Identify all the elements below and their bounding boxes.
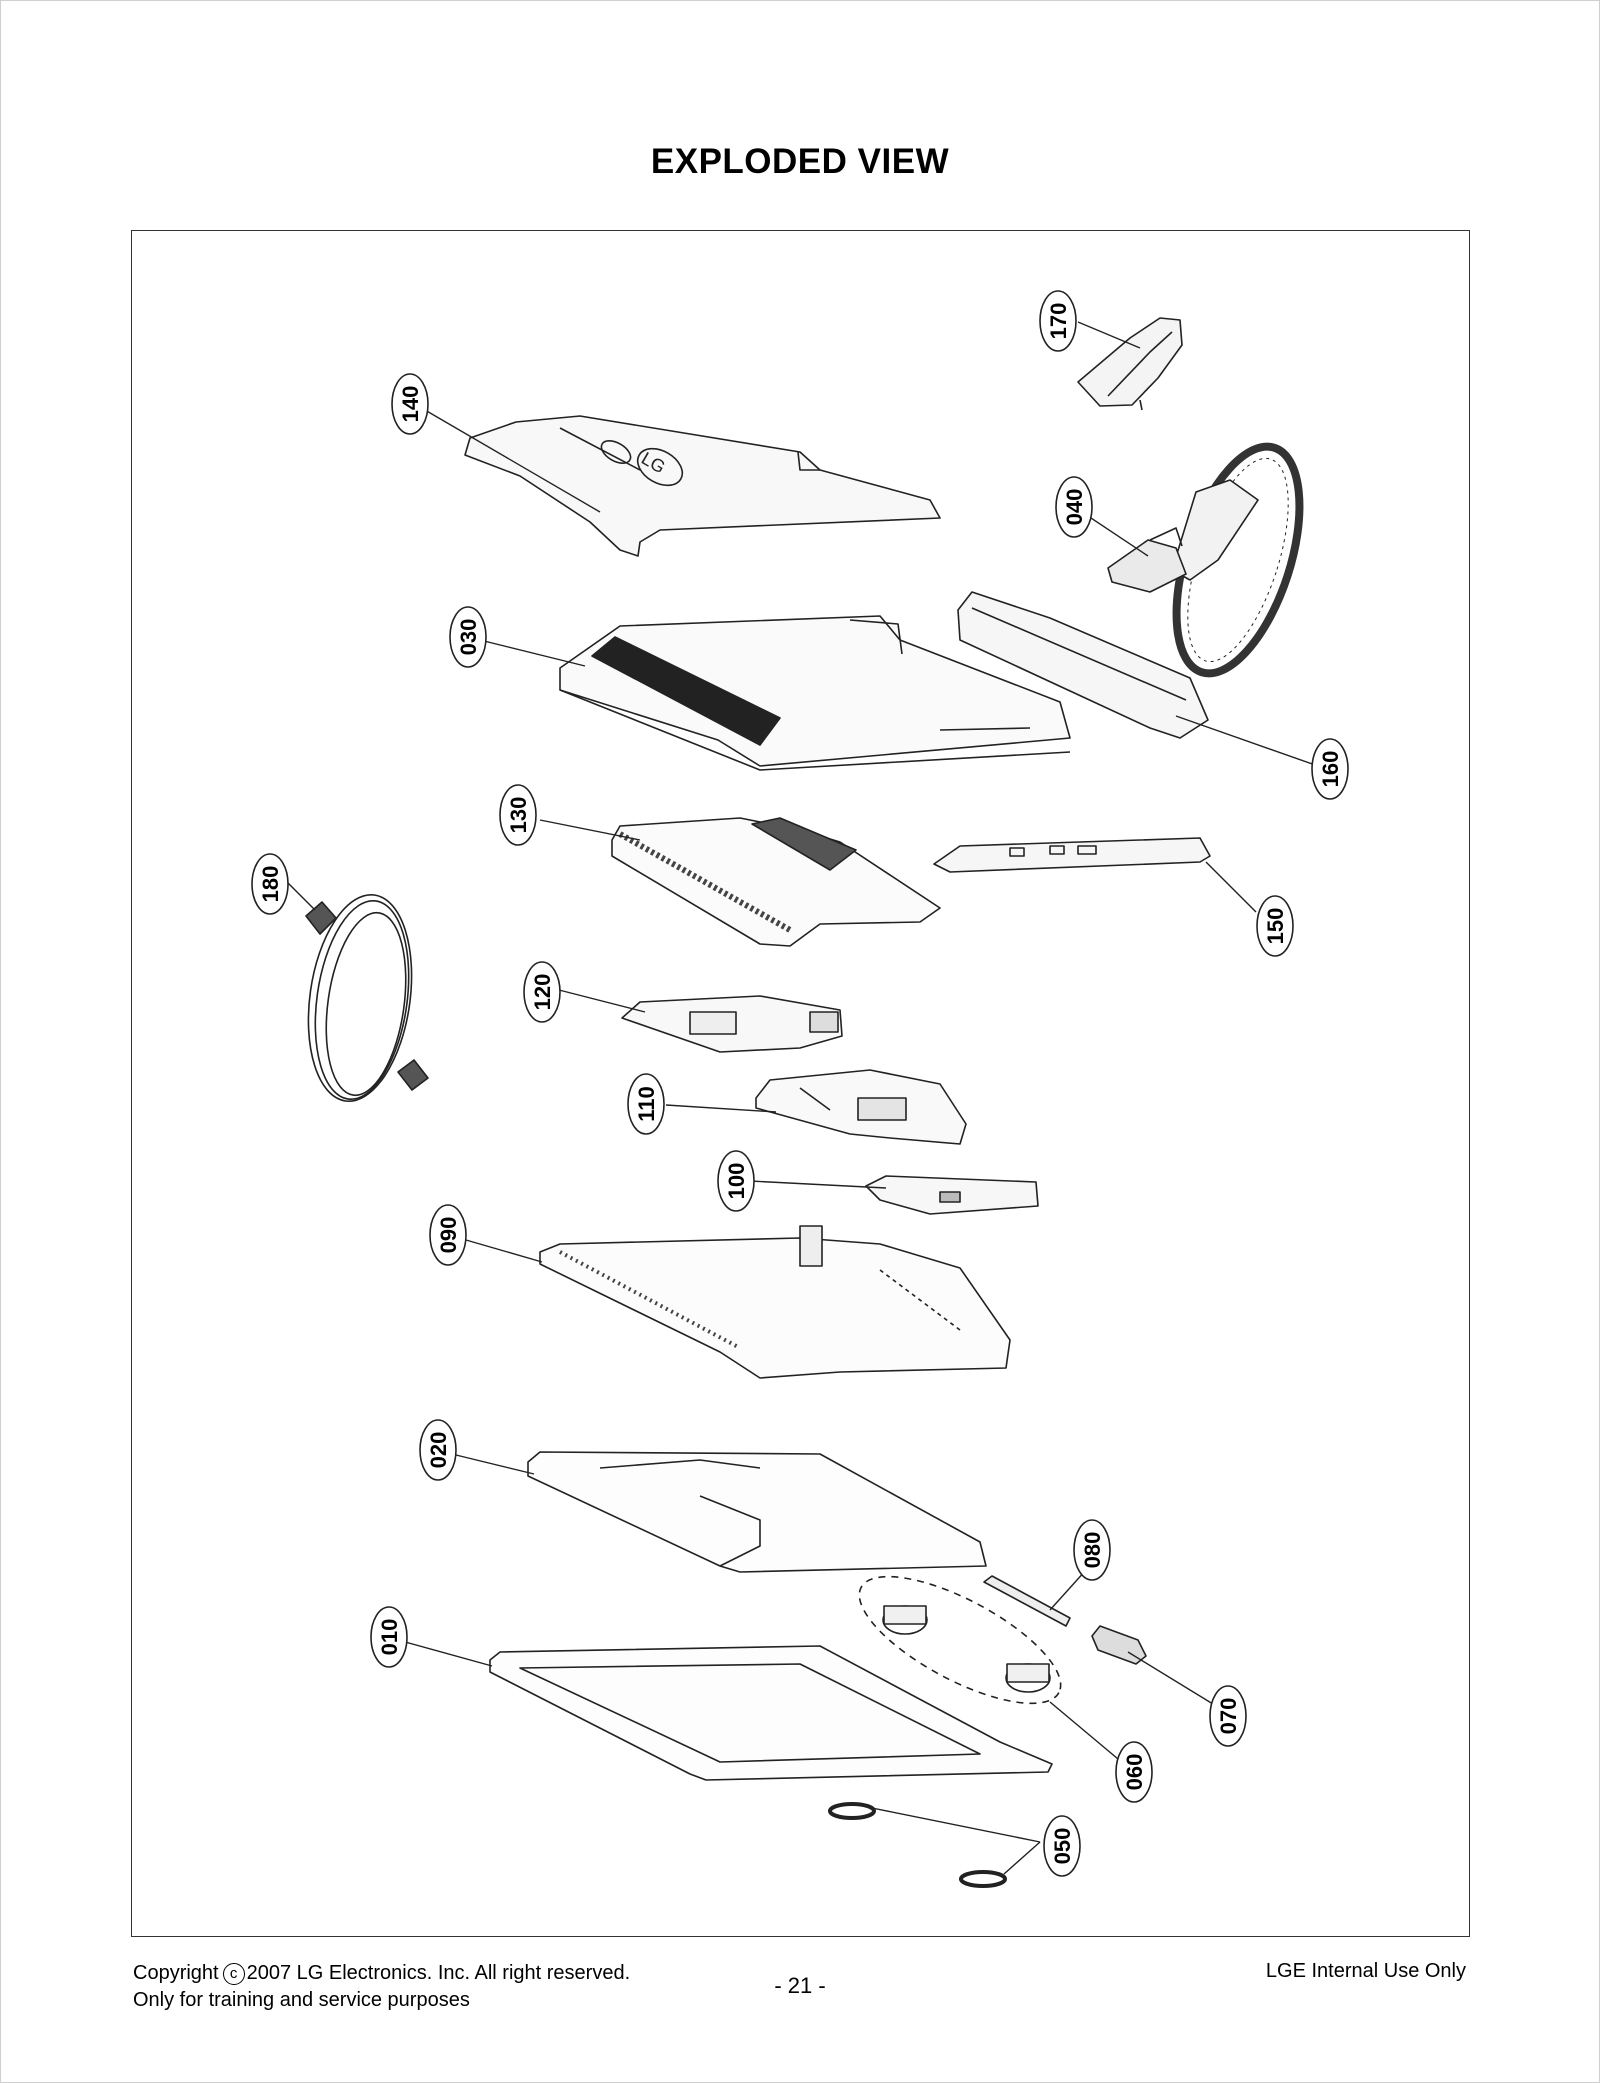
label-110: 110	[627, 1073, 665, 1135]
label-080: 080	[1073, 1519, 1111, 1581]
copyright-suffix: 2007 LG Electronics. Inc. All right rese…	[246, 1962, 631, 1984]
part-180-power-cord	[305, 893, 429, 1103]
label-070: 070	[1209, 1685, 1247, 1747]
svg-text:180: 180	[258, 866, 283, 903]
svg-text:080: 080	[1080, 1532, 1105, 1569]
part-060-speakers	[858, 1575, 1062, 1705]
label-060: 060	[1115, 1741, 1153, 1803]
training-note: Only for training and service purposes	[133, 1989, 470, 2011]
svg-text:070: 070	[1216, 1698, 1241, 1735]
part-090-main-frame	[539, 1225, 1011, 1379]
label-130: 130	[499, 784, 537, 846]
page-number: - 21 -	[774, 1973, 826, 1998]
copyright-prefix: Copyright	[133, 1962, 219, 1984]
page-title: EXPLODED VIEW	[650, 142, 950, 181]
svg-text:140: 140	[398, 386, 423, 423]
part-100-sub-board	[865, 1175, 1039, 1215]
svg-text:100: 100	[724, 1163, 749, 1200]
label-020: 020	[419, 1419, 457, 1481]
label-160: 160	[1311, 738, 1349, 800]
part-110-main-board	[755, 1069, 967, 1145]
label-030: 030	[449, 606, 487, 668]
label-040: 040	[1055, 476, 1093, 538]
label-180: 180	[251, 853, 289, 915]
svg-text:060: 060	[1122, 1754, 1147, 1791]
svg-text:030: 030	[456, 619, 481, 656]
part-080-led-board	[983, 1575, 1071, 1627]
copyright-symbol-icon: c	[222, 1962, 245, 1985]
svg-text:110: 110	[634, 1086, 659, 1122]
svg-text:040: 040	[1062, 489, 1087, 526]
svg-text:050: 050	[1050, 1828, 1075, 1865]
svg-text:160: 160	[1318, 751, 1343, 788]
label-090: 090	[429, 1204, 467, 1266]
leader-lines	[284, 321, 1319, 1875]
label-170: 170	[1039, 290, 1077, 352]
label-100: 100	[717, 1150, 755, 1212]
part-170-stand-hinge-cover	[1077, 317, 1183, 411]
svg-text:120: 120	[530, 974, 555, 1011]
part-050-rubber-feet	[828, 1802, 1007, 1888]
label-010: 010	[370, 1606, 408, 1668]
part-040-stand-base	[1107, 442, 1304, 678]
part-010-front-cabinet	[489, 1645, 1053, 1781]
label-150: 150	[1256, 895, 1294, 957]
svg-text:010: 010	[377, 1619, 402, 1656]
part-030-rear-cabinet	[559, 615, 1071, 771]
part-160-stand-bracket	[957, 591, 1209, 739]
part-labels: 170 140 040 030 160 130	[251, 290, 1349, 1877]
svg-text:020: 020	[426, 1432, 451, 1469]
label-140: 140	[391, 373, 429, 435]
svg-text:090: 090	[436, 1217, 461, 1254]
part-130-shield-case	[611, 817, 941, 947]
svg-text:170: 170	[1046, 303, 1071, 340]
internal-use-note: LGE Internal Use Only	[1265, 1960, 1466, 1982]
label-120: 120	[523, 961, 561, 1023]
label-050: 050	[1043, 1815, 1081, 1877]
part-120-power-board	[621, 995, 843, 1053]
svg-text:150: 150	[1263, 908, 1288, 945]
svg-text:130: 130	[506, 797, 531, 834]
part-150-terminal-bracket	[933, 837, 1211, 873]
part-140-back-cover: LG	[464, 415, 941, 557]
part-020-lcd-panel	[527, 1451, 987, 1573]
diagram-frame	[131, 230, 1470, 1937]
